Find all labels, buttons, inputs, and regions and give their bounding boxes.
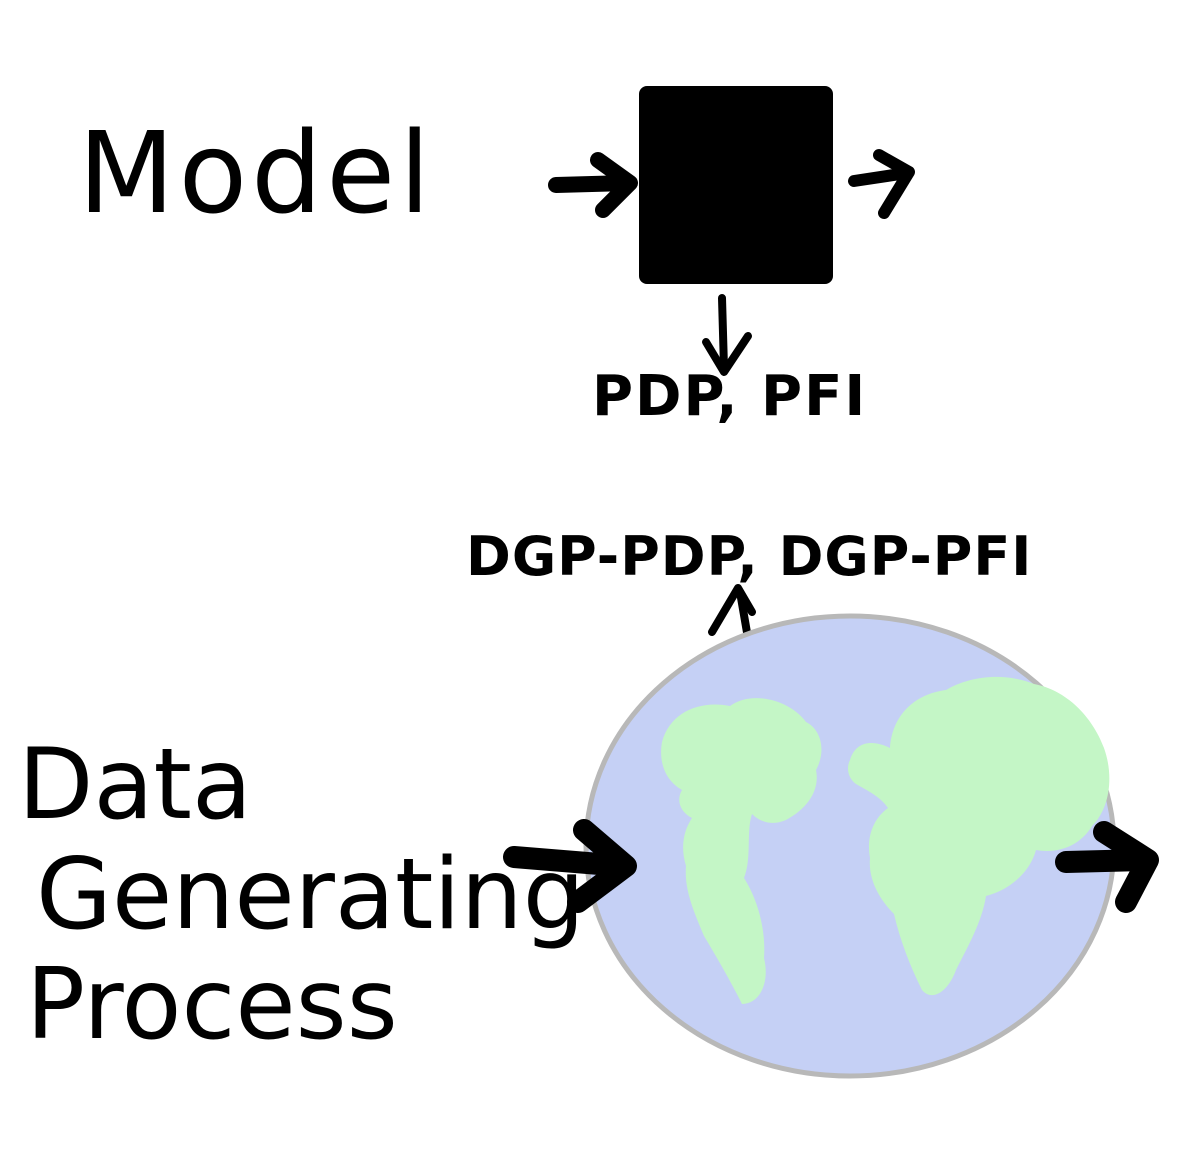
dgp-label-line-2: Generating [36, 838, 585, 952]
globe-land-east [848, 676, 1110, 996]
dgp-label-line-1: Data [18, 728, 252, 842]
model-label: Model [78, 109, 434, 239]
dgp-label-line-3: Process [26, 948, 398, 1062]
dgp-explanation-label: DGP-PDP, DGP-PFI [466, 525, 1032, 588]
model-explanation-label: PDP, PFI [592, 364, 867, 429]
model-black-box [639, 86, 833, 284]
dgp-input-arrow [503, 819, 637, 913]
model-output-arrow [848, 149, 915, 219]
globe-icon [583, 613, 1117, 1079]
model-explain-arrow [702, 294, 752, 376]
globe-land-west [661, 698, 822, 1004]
dgp-output-arrow [1055, 821, 1159, 913]
model-input-arrow [548, 152, 638, 218]
